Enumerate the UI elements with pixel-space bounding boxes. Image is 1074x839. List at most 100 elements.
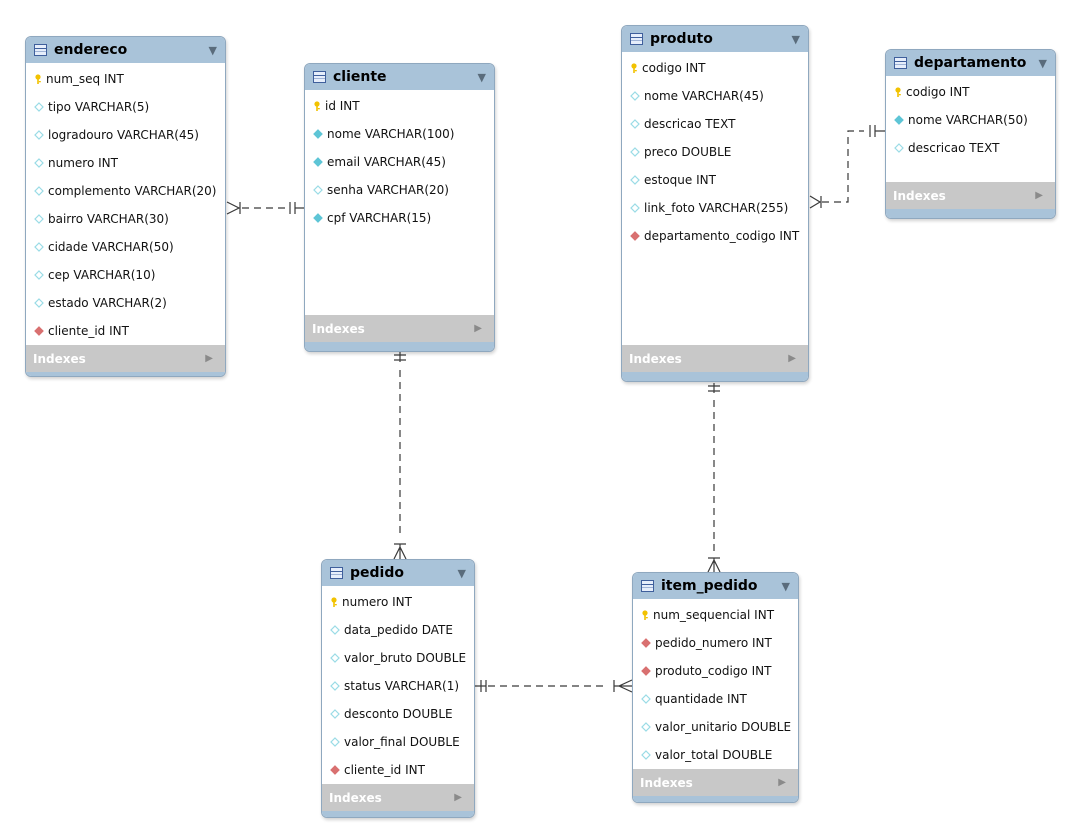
table-departamento[interactable]: departamento▼codigo INT nome VARCHAR(50) d… bbox=[885, 49, 1056, 219]
column-label: id INT bbox=[325, 99, 360, 113]
column-row[interactable]: codigo INT bbox=[622, 54, 808, 82]
column-row[interactable]: valor_bruto DOUBLE bbox=[322, 644, 474, 672]
indexes-section[interactable]: Indexes▶ bbox=[886, 182, 1055, 209]
primary-key-icon bbox=[894, 86, 902, 98]
column-label: nome VARCHAR(50) bbox=[908, 113, 1028, 127]
collapse-arrow-icon[interactable]: ▼ bbox=[457, 566, 466, 580]
table-footer bbox=[886, 209, 1055, 218]
column-label: nome VARCHAR(45) bbox=[644, 89, 764, 103]
table-header[interactable]: endereco▼ bbox=[26, 37, 225, 63]
column-row[interactable]: departamento_codigo INT bbox=[622, 222, 808, 250]
foreign-key-icon bbox=[34, 326, 44, 336]
indexes-label: Indexes bbox=[312, 321, 365, 336]
column-row[interactable]: nome VARCHAR(100) bbox=[305, 120, 494, 148]
column-label: departamento_codigo INT bbox=[644, 229, 800, 243]
not-null-column-icon bbox=[313, 213, 323, 223]
column-row[interactable]: cliente_id INT bbox=[322, 756, 474, 784]
column-row[interactable]: desconto DOUBLE bbox=[322, 700, 474, 728]
table-endereco[interactable]: endereco▼ num_seq INT tipo VARCHAR(5) logra… bbox=[25, 36, 226, 377]
table-header[interactable]: cliente▼ bbox=[305, 64, 494, 90]
column-row[interactable]: complemento VARCHAR(20) bbox=[26, 177, 225, 205]
expand-arrow-icon[interactable]: ▶ bbox=[205, 353, 213, 364]
column-row[interactable]: descricao TEXT bbox=[622, 110, 808, 138]
table-header[interactable]: item_pedido▼ bbox=[633, 573, 798, 599]
column-row[interactable]: estoque INT bbox=[622, 166, 808, 194]
column-label: numero INT bbox=[48, 156, 118, 170]
column-row[interactable]: nome VARCHAR(45) bbox=[622, 82, 808, 110]
relationship-marker bbox=[869, 125, 885, 137]
table-produto[interactable]: produto▼codigo INT nome VARCHAR(45) descri… bbox=[621, 25, 809, 382]
column-row[interactable]: preco DOUBLE bbox=[622, 138, 808, 166]
column-icon bbox=[330, 625, 340, 635]
column-label: num_seq INT bbox=[46, 72, 124, 86]
collapse-arrow-icon[interactable]: ▼ bbox=[208, 43, 217, 57]
column-icon bbox=[34, 298, 44, 308]
column-row[interactable]: numero INT bbox=[26, 149, 225, 177]
column-row[interactable]: valor_unitario DOUBLE bbox=[633, 713, 798, 741]
column-label: preco DOUBLE bbox=[644, 145, 732, 159]
column-icon bbox=[894, 143, 904, 153]
column-row[interactable]: status VARCHAR(1) bbox=[322, 672, 474, 700]
table-icon bbox=[641, 580, 654, 592]
collapse-arrow-icon[interactable]: ▼ bbox=[477, 70, 486, 84]
table-cliente[interactable]: cliente▼ id INT nome VARCHAR(100)email VAR… bbox=[304, 63, 495, 352]
collapse-arrow-icon[interactable]: ▼ bbox=[791, 32, 800, 46]
column-label: logradouro VARCHAR(45) bbox=[48, 128, 199, 142]
column-row[interactable]: id INT bbox=[305, 92, 494, 120]
expand-arrow-icon[interactable]: ▶ bbox=[788, 353, 796, 364]
indexes-section[interactable]: Indexes▶ bbox=[622, 345, 808, 372]
indexes-section[interactable]: Indexes▶ bbox=[26, 345, 225, 372]
table-header[interactable]: produto▼ bbox=[622, 26, 808, 52]
collapse-arrow-icon[interactable]: ▼ bbox=[1038, 56, 1047, 70]
column-label: num_sequencial INT bbox=[653, 608, 775, 622]
column-row[interactable]: data_pedido DATE bbox=[322, 616, 474, 644]
table-header[interactable]: departamento▼ bbox=[886, 50, 1055, 76]
column-list: codigo INT nome VARCHAR(50) descricao TEXT bbox=[886, 76, 1055, 182]
table-item-pedido[interactable]: item_pedido▼ num_sequencial INT pedido_num… bbox=[632, 572, 799, 803]
table-icon bbox=[330, 567, 343, 579]
table-header[interactable]: pedido▼ bbox=[322, 560, 474, 586]
relationship-marker bbox=[613, 679, 633, 693]
column-row[interactable]: produto_codigo INT bbox=[633, 657, 798, 685]
column-row[interactable]: quantidade INT bbox=[633, 685, 798, 713]
column-row[interactable]: cidade VARCHAR(50) bbox=[26, 233, 225, 261]
column-row[interactable]: nome VARCHAR(50) bbox=[886, 106, 1055, 134]
indexes-section[interactable]: Indexes ▶ bbox=[633, 769, 798, 796]
column-icon bbox=[330, 737, 340, 747]
column-row[interactable]: link_foto VARCHAR(255) bbox=[622, 194, 808, 222]
expand-arrow-icon[interactable]: ▶ bbox=[474, 323, 482, 334]
column-row[interactable]: num_seq INT bbox=[26, 65, 225, 93]
table-footer bbox=[305, 342, 494, 351]
column-label: cliente_id INT bbox=[48, 324, 129, 338]
relationship-marker bbox=[809, 195, 822, 209]
expand-arrow-icon[interactable]: ▶ bbox=[778, 777, 786, 788]
column-row[interactable]: numero INT bbox=[322, 588, 474, 616]
column-row[interactable]: cpf VARCHAR(15) bbox=[305, 204, 494, 232]
indexes-section[interactable]: Indexes ▶ bbox=[305, 315, 494, 342]
column-row[interactable]: bairro VARCHAR(30) bbox=[26, 205, 225, 233]
column-row[interactable]: tipo VARCHAR(5) bbox=[26, 93, 225, 121]
column-row[interactable]: cliente_id INT bbox=[26, 317, 225, 345]
column-row[interactable]: logradouro VARCHAR(45) bbox=[26, 121, 225, 149]
column-row[interactable]: cep VARCHAR(10) bbox=[26, 261, 225, 289]
table-icon bbox=[313, 71, 326, 83]
column-row[interactable]: codigo INT bbox=[886, 78, 1055, 106]
expand-arrow-icon[interactable]: ▶ bbox=[1035, 190, 1043, 201]
expand-arrow-icon[interactable]: ▶ bbox=[454, 792, 462, 803]
indexes-section[interactable]: Indexes▶ bbox=[322, 784, 474, 811]
column-row[interactable]: num_sequencial INT bbox=[633, 601, 798, 629]
column-icon bbox=[330, 681, 340, 691]
column-row[interactable]: senha VARCHAR(20) bbox=[305, 176, 494, 204]
table-footer bbox=[322, 811, 474, 817]
column-row[interactable]: descricao TEXT bbox=[886, 134, 1055, 162]
column-row[interactable]: pedido_numero INT bbox=[633, 629, 798, 657]
relationship-marker bbox=[289, 202, 304, 214]
column-row[interactable]: email VARCHAR(45) bbox=[305, 148, 494, 176]
column-row[interactable]: estado VARCHAR(2) bbox=[26, 289, 225, 317]
collapse-arrow-icon[interactable]: ▼ bbox=[781, 579, 790, 593]
column-row[interactable]: valor_final DOUBLE bbox=[322, 728, 474, 756]
indexes-label: Indexes bbox=[640, 775, 693, 790]
column-icon bbox=[34, 242, 44, 252]
column-row[interactable]: valor_total DOUBLE bbox=[633, 741, 798, 769]
